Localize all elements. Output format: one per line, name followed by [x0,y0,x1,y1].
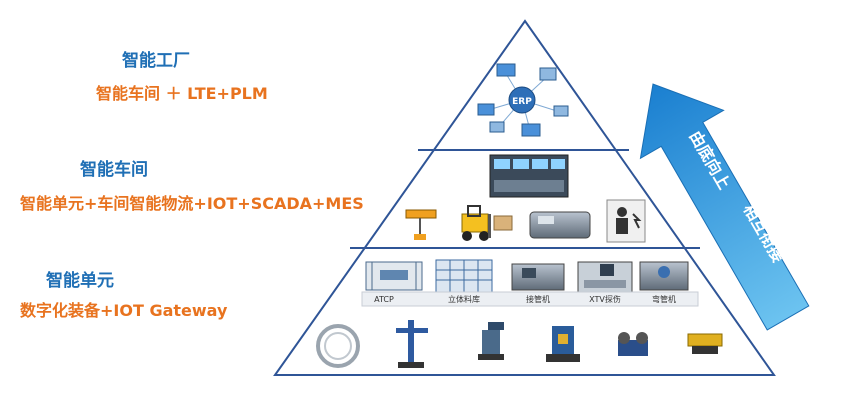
level2-subtitle: 智能单元+车间智能物流+IOT+SCADA+MES [20,194,364,213]
forklift-image [461,205,513,241]
atcp-machine-image [365,261,423,291]
xtv-inspection-machine-image [577,261,633,293]
level3-title: 智能单元 [46,271,114,291]
clamp-tool-image [687,333,723,354]
caption-pipe-bending: 弯管机 [652,294,676,304]
ring-fixture-image [316,324,360,368]
caption-xtv: XTV探伤 [589,294,621,304]
agv-vehicle-image [529,211,591,239]
roller-bed-image [618,332,648,356]
positioner-image [546,326,580,362]
mail-icon [553,105,569,117]
pipe-joining-machine-image [511,263,565,291]
workshop-tier-images [405,154,646,243]
bottom-up-arrow [639,83,810,331]
workstation-icon [521,123,541,137]
welding-robot-image [478,322,504,360]
printer-icon [489,121,505,133]
caption-pipe-joining: 接管机 [526,294,550,304]
level2-title: 智能车间 [80,160,148,180]
pipe-bending-machine-image [639,261,689,291]
storage-rack-image [435,259,493,293]
worker-image [606,199,646,243]
level1-title: 智能工厂 [122,51,190,71]
device-row [316,320,723,368]
crane-hoist-image [405,209,437,240]
column-boom-image [396,320,428,368]
server-icon [539,67,557,81]
laptop-icon [477,103,495,116]
caption-storage: 立体料库 [448,294,480,304]
level3-subtitle: 数字化装备+IOT Gateway [20,301,228,320]
erp-hub-icon [508,86,536,114]
level1-subtitle: 智能车间 ＋ LTE+PLM [96,84,268,103]
erp-label: ERP [512,97,532,107]
caption-atcp: ATCP [374,295,394,304]
computer-icon [496,63,516,77]
equipment-row: ATCP 立体料库 接管机 XTV探伤 弯管机 [361,259,699,307]
erp-network-cluster: ERP [477,63,569,137]
